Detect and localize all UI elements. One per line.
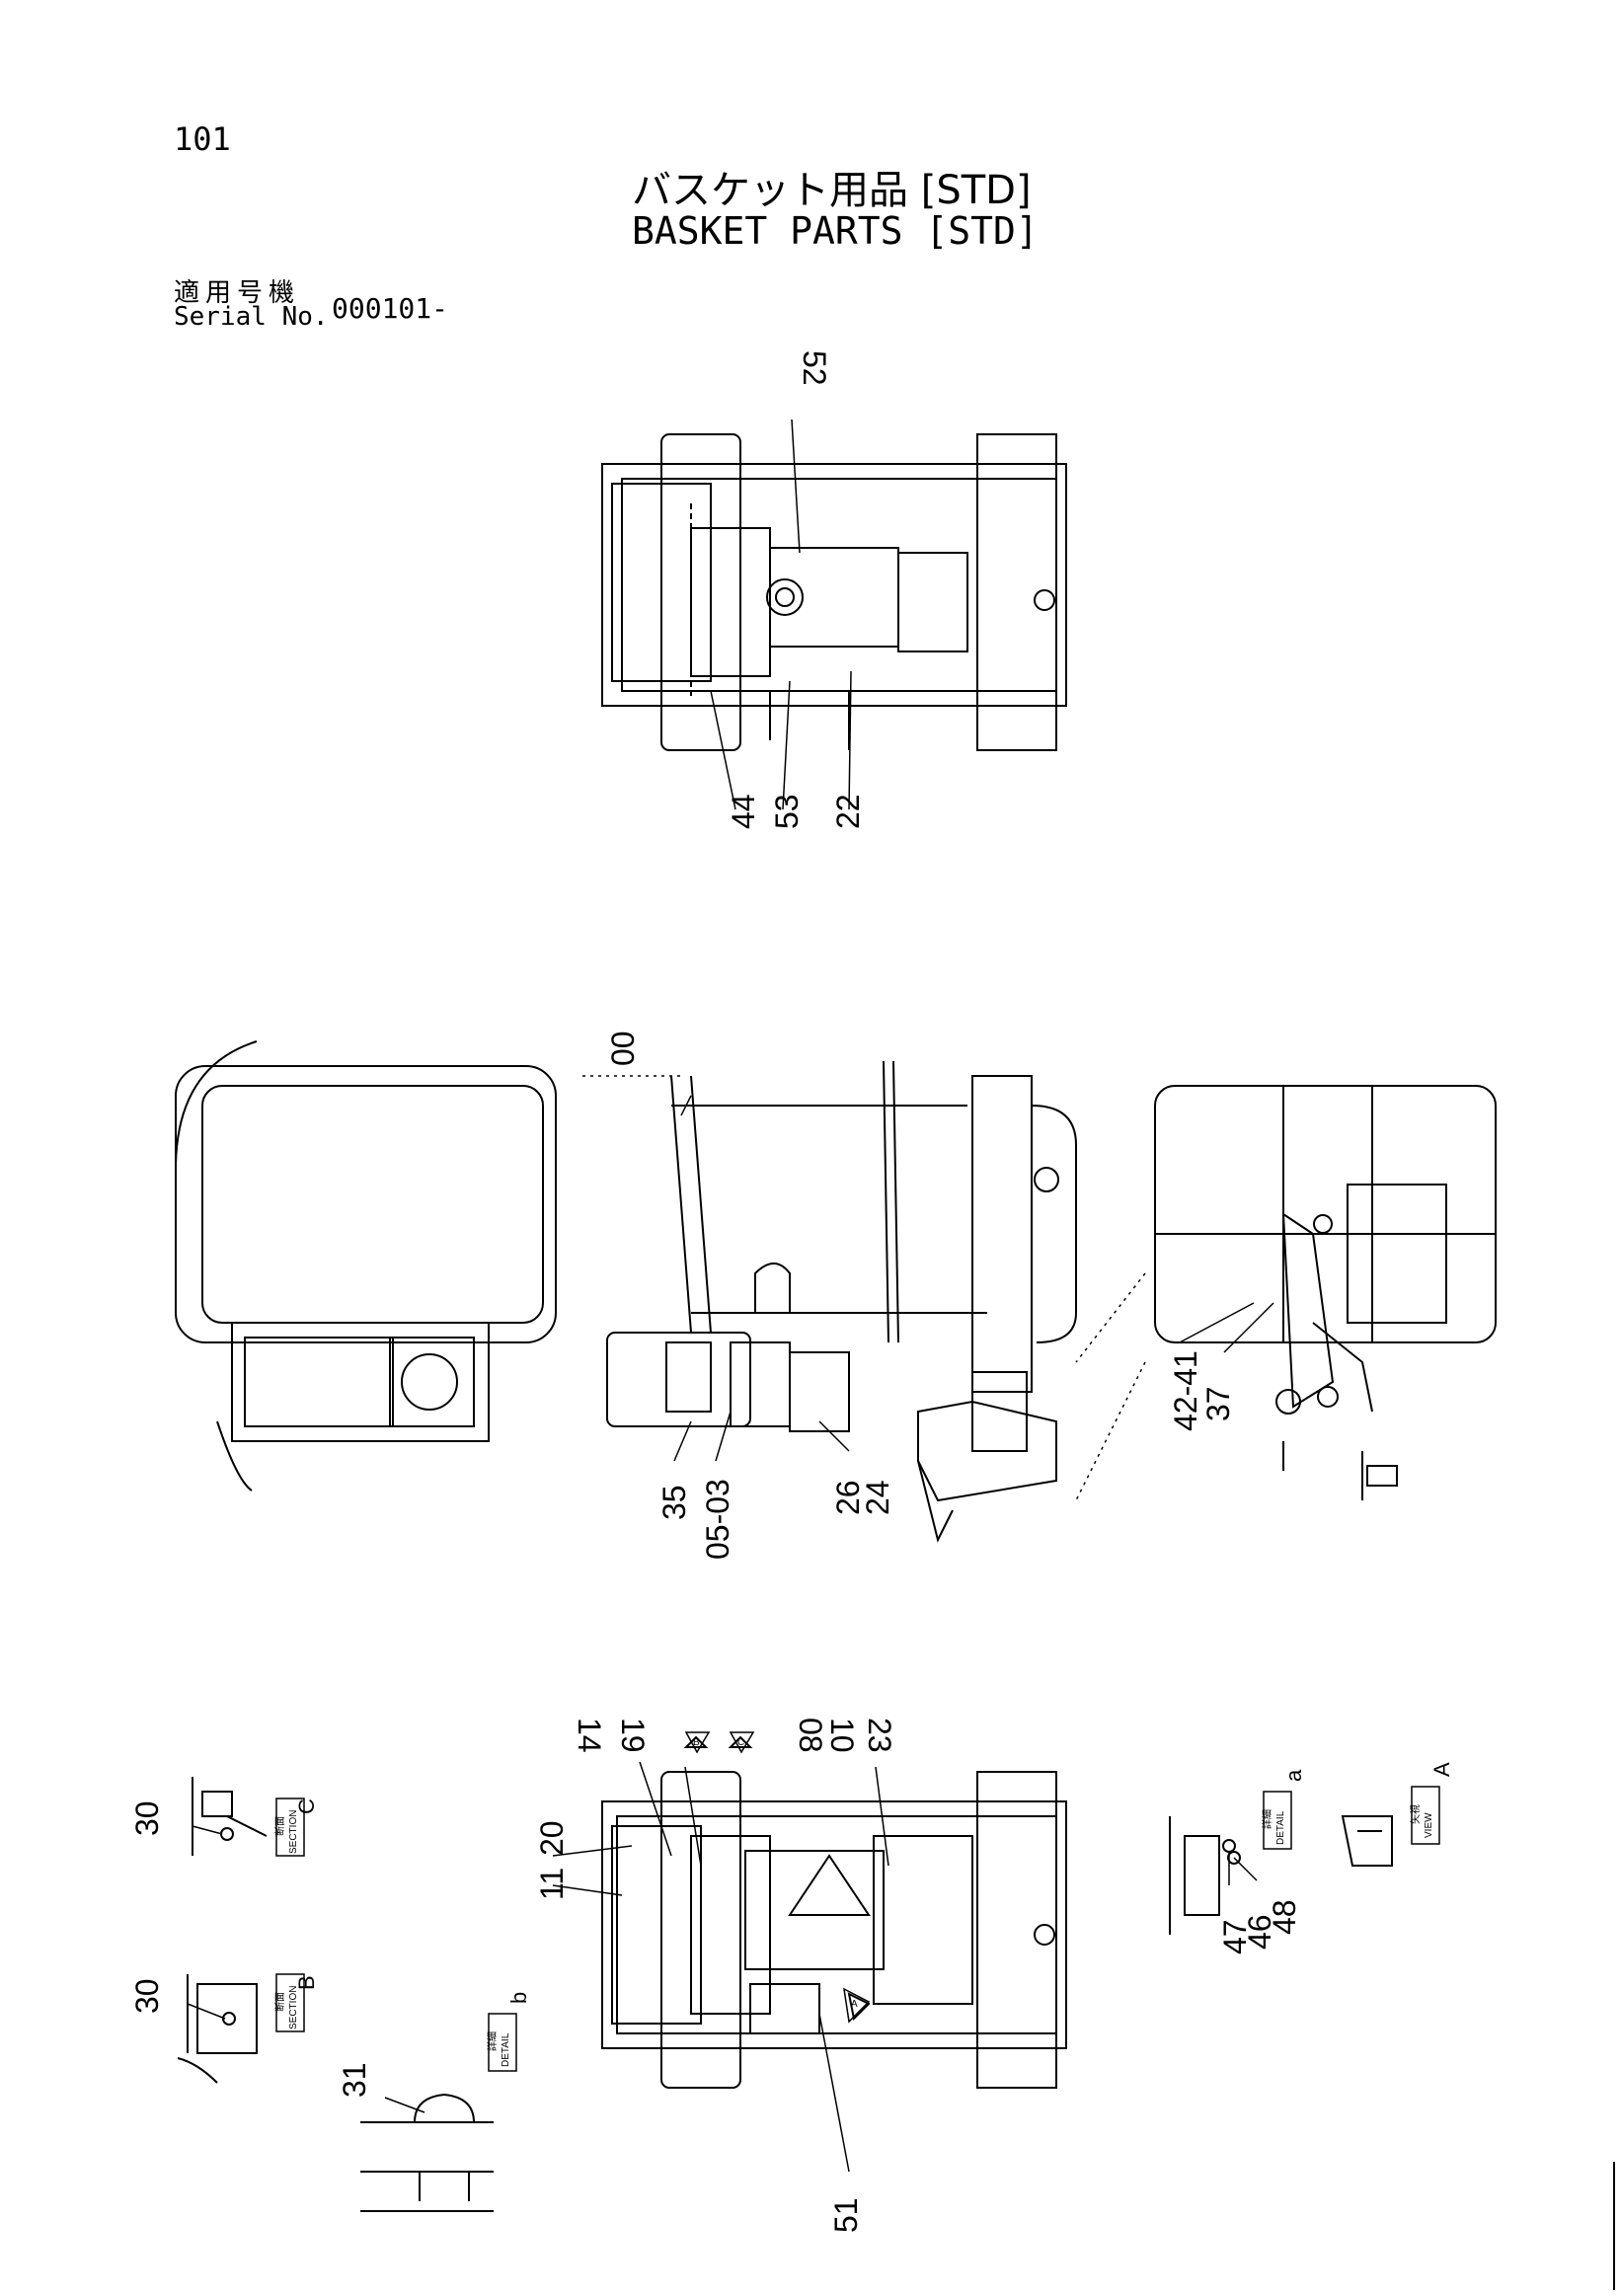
callout-22: 22 <box>830 794 866 829</box>
callout-44: 44 <box>726 794 761 829</box>
section-c-drawing <box>192 1777 268 1856</box>
svg-text:SECTION: SECTION <box>288 1810 299 1854</box>
callout-19: 19 <box>615 1718 651 1753</box>
callout-30-section-c: 30 <box>129 1800 165 1836</box>
callout-23: 23 <box>862 1718 897 1753</box>
bottom-view-drawing <box>601 1735 1067 2089</box>
svg-text:矢視: 矢視 <box>1409 1804 1422 1824</box>
linkage-view-drawing <box>1154 1085 1497 1500</box>
svg-text:詳細: 詳細 <box>486 2031 499 2051</box>
svg-text:B: B <box>693 1737 700 1748</box>
tag-section-b: 断面 SECTION B <box>273 1973 319 2032</box>
callout-labels: 52 44 53 22 00 35 05-03 26 24 42-41 37 1… <box>129 350 1302 2233</box>
callout-20: 20 <box>534 1820 570 1856</box>
arrow-marker-b <box>684 1731 711 1754</box>
callout-10: 10 <box>824 1718 860 1753</box>
callout-42-41: 42-41 <box>1168 1350 1203 1431</box>
callout-05-03: 05-03 <box>700 1479 735 1560</box>
callout-46: 46 <box>1242 1914 1277 1950</box>
view-a-drawing <box>1341 1815 1393 1867</box>
svg-text:SECTION: SECTION <box>288 1986 299 2029</box>
tag-detail-b: 詳細 DETAIL b <box>486 1992 531 2072</box>
callout-08: 08 <box>793 1718 828 1753</box>
serial-label-english: Serial No. <box>174 302 329 332</box>
callout-53: 53 <box>769 794 805 829</box>
svg-text:VIEW: VIEW <box>1424 1812 1434 1838</box>
floor-plan-drawing <box>175 1040 557 1492</box>
svg-text:詳細: 詳細 <box>1261 1809 1273 1829</box>
page-title-english: BASKET PARTS [STD] <box>632 209 1039 253</box>
callout-37: 37 <box>1200 1386 1236 1421</box>
serial-number-value: 000101- <box>332 292 449 325</box>
svg-text:b: b <box>506 1992 531 2004</box>
tag-section-c: 断面 SECTION C <box>273 1798 319 1857</box>
svg-text:B: B <box>294 1975 319 1990</box>
serial-label-japanese: 適用号機 <box>174 278 301 308</box>
callout-26: 26 <box>830 1480 866 1515</box>
projection-leaders <box>582 1075 1146 1501</box>
svg-text:A: A <box>851 1999 858 2010</box>
callout-48: 48 <box>1267 1899 1302 1935</box>
svg-text:DETAIL: DETAIL <box>1275 1810 1286 1845</box>
svg-text:断面: 断面 <box>273 1992 286 2012</box>
arrow-marker-a <box>843 1987 871 2024</box>
svg-text:a: a <box>1281 1769 1306 1782</box>
callout-35: 35 <box>656 1485 692 1520</box>
callout-00: 00 <box>605 1031 641 1066</box>
detail-b-drawing <box>360 2093 494 2212</box>
svg-text:C: C <box>294 1799 319 1814</box>
callout-14: 14 <box>572 1718 607 1753</box>
svg-text:C: C <box>737 1737 744 1748</box>
callout-51: 51 <box>828 2197 864 2233</box>
page-title-japanese: バスケット用品 [STD] <box>632 168 1032 213</box>
top-view-drawing <box>601 433 1067 751</box>
tag-view-a: 矢視 VIEW A <box>1409 1762 1454 1845</box>
page-number: 101 <box>174 120 231 158</box>
svg-text:DETAIL: DETAIL <box>501 2032 511 2067</box>
callout-47: 47 <box>1217 1919 1253 1954</box>
arrow-marker-c <box>729 1731 755 1754</box>
tag-detail-a: 詳細 DETAIL a <box>1261 1769 1306 1850</box>
callout-24: 24 <box>860 1480 895 1515</box>
side-view-drawing <box>606 1060 1077 1543</box>
arrow-markers: B C A <box>684 1731 871 2024</box>
svg-text:A: A <box>1429 1762 1454 1777</box>
section-b-drawing <box>177 1974 258 2084</box>
callout-52: 52 <box>797 350 832 386</box>
callout-30-section-b: 30 <box>129 1978 165 2014</box>
callout-leaders <box>187 419 1274 2173</box>
svg-text:断面: 断面 <box>273 1816 286 1836</box>
callout-31: 31 <box>337 2062 372 2098</box>
callout-11: 11 <box>534 1868 570 1900</box>
